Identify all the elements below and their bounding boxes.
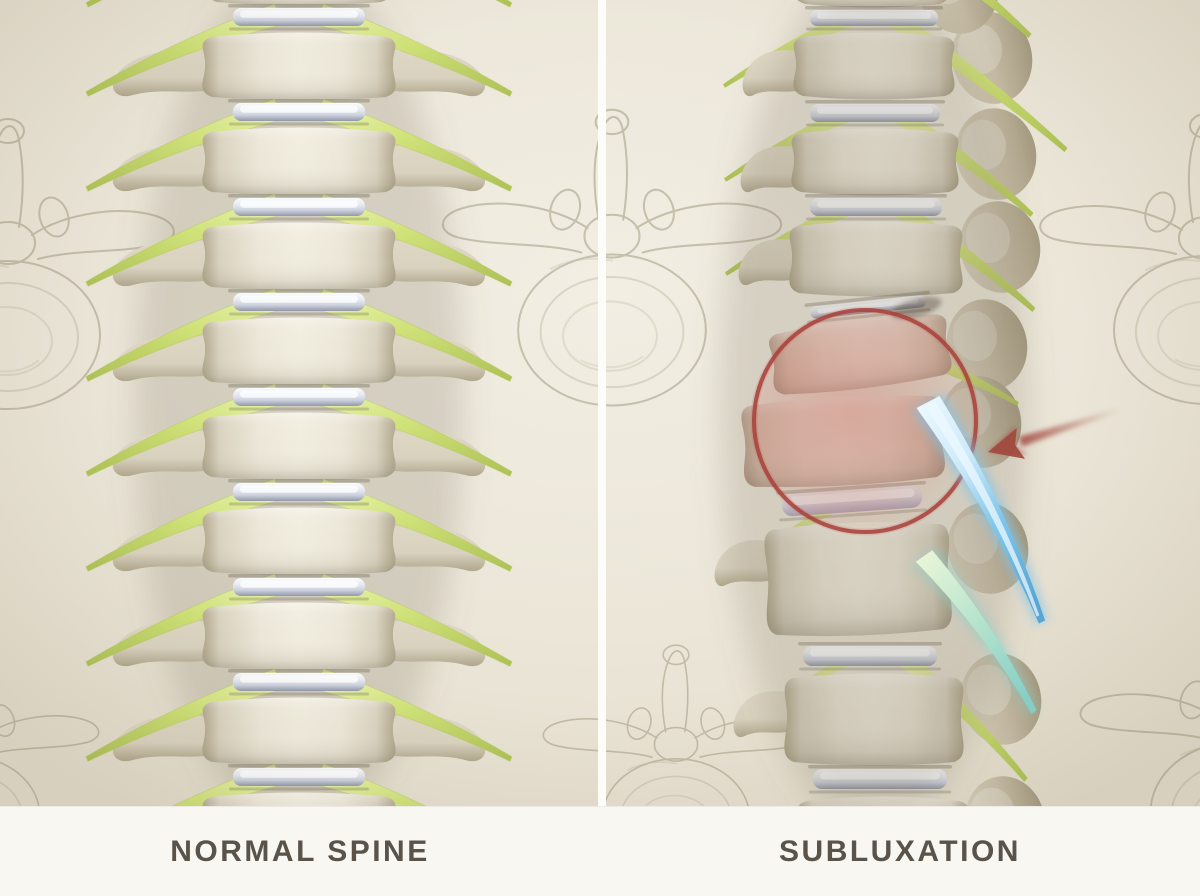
- subluxation-label: SUBLUXATION: [779, 834, 1021, 868]
- red-circle-highlight-icon: [750, 306, 980, 536]
- transverse-process: [379, 430, 486, 477]
- vertebra-segment: [202, 127, 396, 196]
- transverse-process: [112, 335, 219, 382]
- panel-label-subluxation: SUBLUXATION: [600, 807, 1200, 896]
- vertebra-segment: [202, 32, 396, 101]
- transverse-process: [379, 715, 486, 762]
- transverse-process: [379, 145, 486, 192]
- panel-label-normal: NORMAL SPINE: [0, 807, 600, 896]
- intervertebral-disc: [228, 384, 370, 411]
- articular-process: [964, 776, 1046, 807]
- intervertebral-disc: [228, 479, 370, 506]
- pinched-nerve-teal: [911, 547, 1039, 716]
- transverse-process: [112, 715, 219, 762]
- transverse-process: [379, 50, 486, 97]
- subluxation-spine-illustration: [714, 0, 1127, 807]
- intervertebral-disc: [228, 289, 370, 316]
- intervertebral-disc: [228, 99, 370, 126]
- intervertebral-disc: [228, 574, 370, 601]
- transverse-process: [112, 145, 219, 192]
- vertebra-segment: [202, 222, 396, 291]
- normal-spine-label: NORMAL SPINE: [170, 834, 430, 868]
- transverse-process: [112, 240, 219, 287]
- normal-spine-column: [85, 0, 513, 807]
- vertebra-segment: [202, 507, 396, 576]
- vertebra-segment: [212, 0, 386, 6]
- vertebra-segment: [202, 602, 396, 671]
- intervertebral-disc: [228, 669, 370, 696]
- transverse-process: [379, 335, 486, 382]
- transverse-process: [112, 525, 219, 572]
- transverse-process: [112, 620, 219, 667]
- transverse-process: [379, 525, 486, 572]
- transverse-process: [112, 50, 219, 97]
- panel-divider: [598, 0, 606, 807]
- intervertebral-disc: [228, 4, 370, 31]
- vertebra-segment: [202, 697, 396, 766]
- transverse-process: [112, 430, 219, 477]
- vertebra-segment: [202, 317, 396, 386]
- vertebra-segment: [202, 412, 396, 481]
- intervertebral-disc: [228, 764, 370, 791]
- intervertebral-disc: [228, 194, 370, 221]
- pinched-nerve-blue: [912, 393, 1049, 626]
- transverse-process: [379, 620, 486, 667]
- label-bar: NORMAL SPINE SUBLUXATION: [0, 806, 1200, 896]
- transverse-process: [379, 240, 486, 287]
- normal-spine-illustration: [85, 0, 513, 807]
- illustration-area: [0, 0, 1200, 807]
- red-arrow-icon: [988, 406, 1127, 459]
- vertebra-segment: [202, 792, 396, 807]
